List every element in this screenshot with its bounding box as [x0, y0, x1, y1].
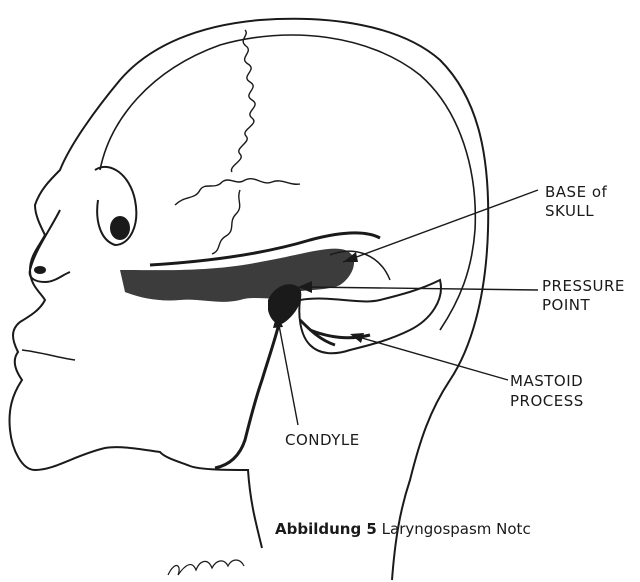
- arrow-mastoid-process: [350, 333, 508, 380]
- nostril: [34, 266, 46, 274]
- squamous-suture: [175, 179, 300, 254]
- figure-caption: Abbildung 5 Laryngospasm Notc: [275, 520, 531, 538]
- label-pressure-point-line2: POINT: [542, 296, 590, 314]
- coronal-suture: [231, 30, 255, 172]
- arrow-base-of-skull: [343, 190, 538, 262]
- label-base-of-skull-line2: SKULL: [545, 202, 594, 220]
- label-mastoid-process-line2: PROCESS: [510, 392, 584, 410]
- head-outline: [10, 19, 489, 580]
- eye: [110, 216, 130, 240]
- label-condyle: CONDYLE: [285, 431, 360, 449]
- label-base-of-skull-line1: BASE of: [545, 183, 607, 201]
- caption-prefix: Abbildung 5: [275, 520, 377, 538]
- mandible: [215, 320, 280, 468]
- caption-text: Laryngospasm Notc: [382, 520, 531, 538]
- mastoid-process: [299, 280, 441, 353]
- mouth: [22, 350, 75, 360]
- artist-signature: [168, 560, 244, 575]
- label-mastoid-process-line1: MASTOID: [510, 372, 583, 390]
- label-pressure-point-line1: PRESSURE: [542, 277, 625, 295]
